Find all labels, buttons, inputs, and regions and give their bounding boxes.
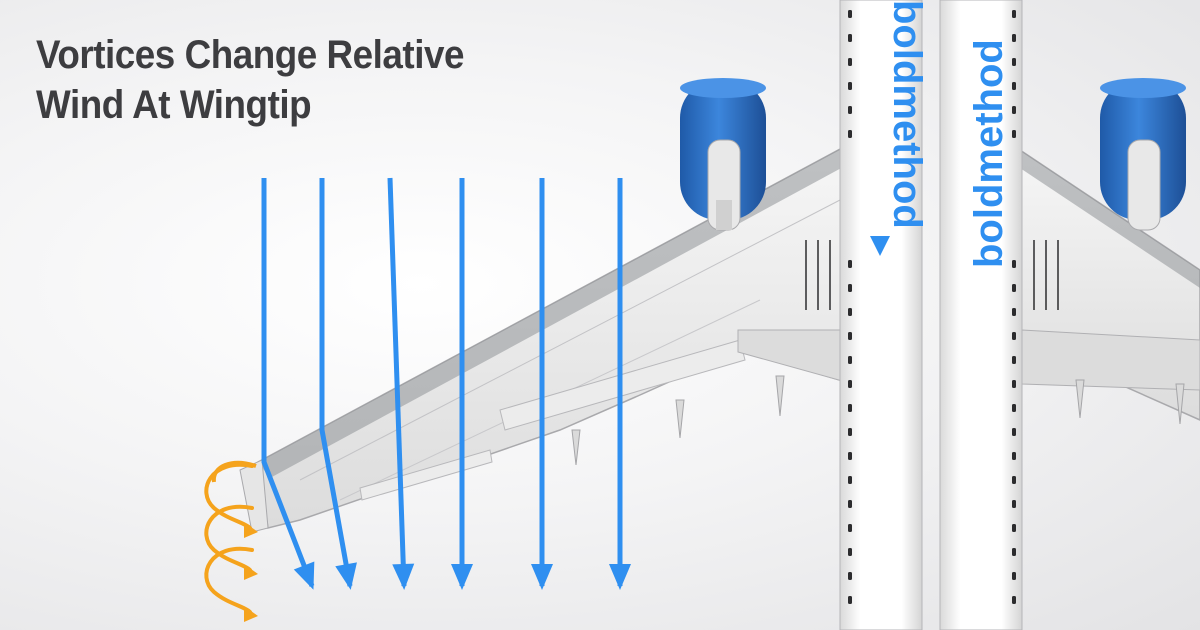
airflow-arrow [531, 178, 553, 590]
right-wing [1019, 148, 1200, 425]
arrow-head [609, 564, 631, 590]
fuselage-downwash-arrows [805, 240, 1059, 310]
title-line-1: Vortices Change Relative [36, 33, 465, 77]
diagram-title: Vortices Change Relative Wind At Wingtip [36, 30, 514, 130]
wingtip-vortex [204, 460, 258, 622]
vortex-loop-top [211, 460, 257, 483]
arrow-head [293, 561, 315, 590]
airflow-arrow [451, 178, 473, 590]
vortex-loop [204, 546, 258, 622]
arrow-head [451, 564, 473, 590]
brand-logo-right: boldmethod [967, 39, 1011, 268]
arrow-head [335, 562, 357, 590]
vortex-loop [204, 462, 258, 538]
arrow-head [531, 564, 553, 590]
vortex-loop [204, 504, 258, 580]
right-engine [1100, 78, 1186, 231]
fuselage-right [939, 0, 1023, 630]
fuselage-left [839, 0, 923, 630]
brand-logo-left: boldmethod [885, 0, 929, 229]
left-wing [239, 146, 847, 533]
airflow-arrow [609, 178, 631, 590]
airflow-arrow [387, 177, 415, 590]
arrow-head [392, 563, 415, 590]
airflow-arrow [319, 178, 357, 590]
airflow-arrow [261, 178, 315, 590]
left-engine [680, 78, 766, 231]
title-line-2: Wind At Wingtip [36, 83, 312, 127]
airflow-arrows [261, 177, 631, 590]
